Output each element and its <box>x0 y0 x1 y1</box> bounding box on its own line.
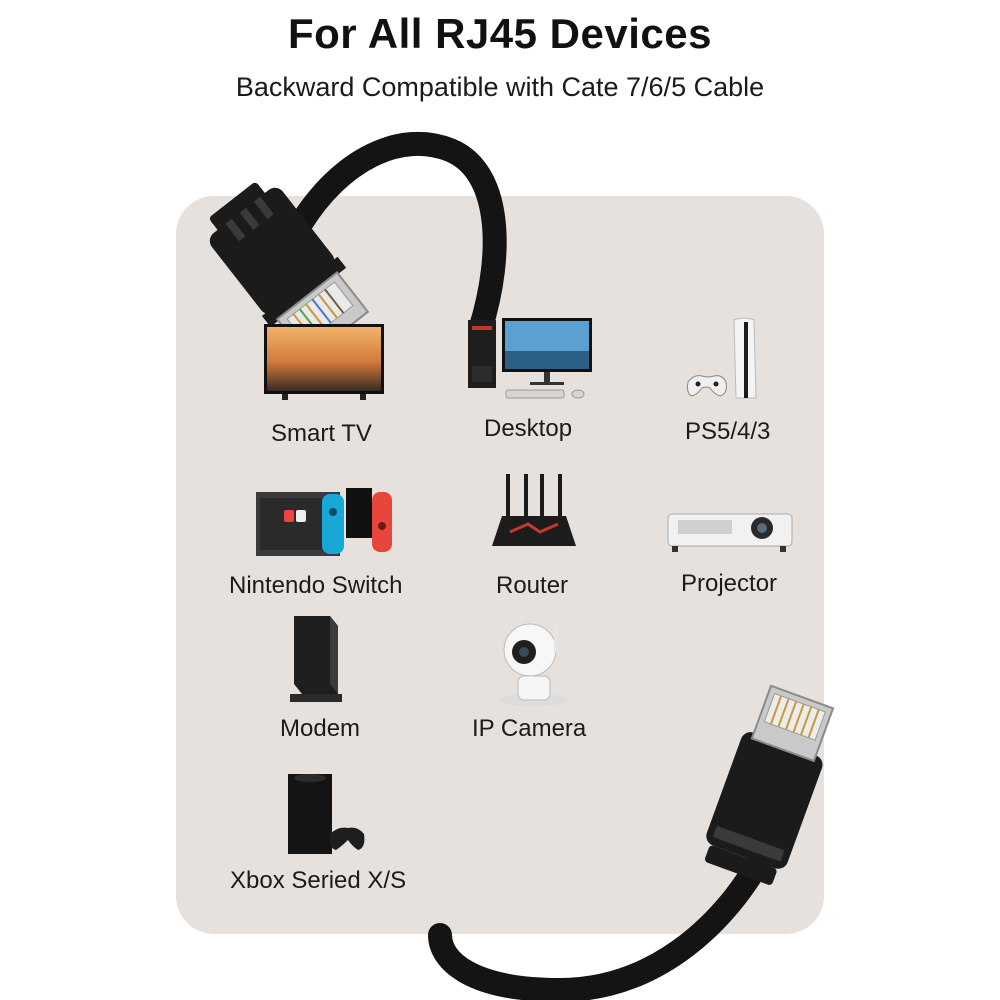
game-console-icon <box>687 317 757 399</box>
device-label: PS5/4/3 <box>685 418 771 445</box>
device-router <box>488 472 580 548</box>
device-label: IP Camera <box>472 715 587 742</box>
device-nintendo-switch <box>254 486 394 560</box>
projector-icon <box>667 513 793 552</box>
device-label: Desktop <box>484 415 573 442</box>
device-modem <box>288 614 344 706</box>
device-label: Modem <box>280 715 361 742</box>
xbox-console-icon <box>288 774 365 854</box>
device-xbox <box>286 768 366 856</box>
ip-camera-icon <box>500 622 568 706</box>
router-icon <box>492 474 576 546</box>
device-label: Xbox Seried X/S <box>230 867 407 894</box>
device-label: Smart TV <box>271 420 372 447</box>
device-ip-camera <box>494 616 574 708</box>
device-projector <box>666 508 794 554</box>
page-subtitle: Backward Compatible with Cate 7/6/5 Cabl… <box>235 72 765 102</box>
nintendo-switch-icon <box>256 488 392 556</box>
device-label: Router <box>496 572 569 599</box>
device-smart-tv <box>262 322 386 402</box>
modem-icon <box>290 616 342 702</box>
device-label: Nintendo Switch <box>229 572 403 599</box>
page-title: For All RJ45 Devices <box>288 10 712 57</box>
device-label: Projector <box>681 570 778 597</box>
smart-tv-icon <box>264 324 384 400</box>
device-ps5 <box>684 316 780 402</box>
desktop-computer-icon <box>468 318 592 399</box>
device-desktop <box>466 316 596 402</box>
